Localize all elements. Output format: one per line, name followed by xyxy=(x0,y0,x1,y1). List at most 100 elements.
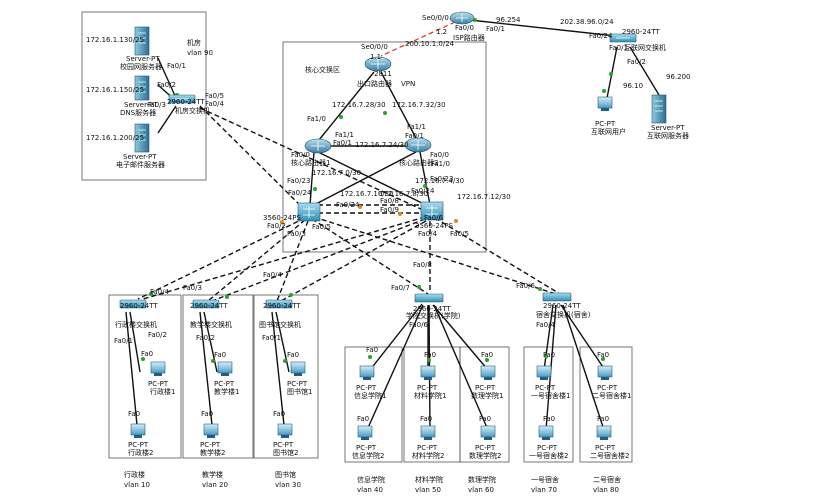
dorm-switch-icon[interactable] xyxy=(542,292,572,302)
rs-port-23: Fa0/23 xyxy=(430,175,453,183)
rs-port-5: Fa0/5 xyxy=(450,230,469,238)
mat-pc2-port: Fa0 xyxy=(420,415,432,423)
srv-sw-port3: Fa0/3 xyxy=(147,101,166,109)
core-router-2-icon[interactable] xyxy=(404,137,432,153)
teach-pc2-port: Fa0 xyxy=(201,410,213,418)
ls-port-24: Fa0/24 xyxy=(288,189,312,197)
campus-server-icon[interactable] xyxy=(134,26,150,56)
info-pc2-name: 信息学院2 xyxy=(352,451,384,460)
dorm-model: 2960-24TT xyxy=(543,302,581,310)
server2-ip: 172.16.1.150/25 xyxy=(86,86,144,94)
pc-admin-1-icon[interactable] xyxy=(150,361,166,376)
pc-dorm2-2-icon[interactable] xyxy=(596,425,612,440)
lr-port-fa10: Fa1/0 xyxy=(307,115,326,123)
pc-dorm1-2-icon[interactable] xyxy=(538,425,554,440)
pc-material-1-icon[interactable] xyxy=(420,365,436,380)
math-pc1-type: PC-PT xyxy=(475,384,496,392)
inet-user-name: 互联网用户 xyxy=(591,127,626,136)
subnet-4: 172.16.7.4/30 xyxy=(415,177,464,185)
admin-pc1-type: PC-PT xyxy=(148,380,169,388)
core-switch-2-icon[interactable] xyxy=(420,201,444,221)
pc-dorm2-1-icon[interactable] xyxy=(597,365,613,380)
dorm-port-4: Fa0/4 xyxy=(536,321,555,329)
admin-switch-icon[interactable] xyxy=(119,299,147,309)
mail-server-icon[interactable] xyxy=(134,123,150,153)
inet-server-type: Server-PT xyxy=(651,124,685,132)
isp-port-fa00: Fa0/0 xyxy=(455,24,474,32)
college-switch-icon[interactable] xyxy=(414,293,444,303)
internet-server-icon[interactable] xyxy=(651,94,667,124)
srv-sw-port1: Fa0/1 xyxy=(167,62,186,70)
srv-sw-port4: Fa0/4 xyxy=(205,100,224,108)
pc-material-2-icon[interactable] xyxy=(420,425,436,440)
lib-pc1-type: PC-PT xyxy=(287,380,308,388)
teach-pc1-port: Fa0 xyxy=(214,351,226,359)
library-switch-icon[interactable] xyxy=(265,299,293,309)
internet-switch-icon[interactable] xyxy=(609,33,637,43)
pc-dorm1-1-icon[interactable] xyxy=(536,365,552,380)
dns-server-icon[interactable] xyxy=(134,75,150,101)
pc-library-1-icon[interactable] xyxy=(290,361,306,376)
lib-name: 图书馆交换机 xyxy=(259,320,301,329)
core-switch-1-icon[interactable] xyxy=(297,202,321,222)
math-area: 数理学院 xyxy=(468,475,496,484)
core-area-box xyxy=(282,41,487,253)
inet-ip-server: 96.200 xyxy=(666,73,691,81)
math-vlan: vlan 60 xyxy=(468,486,494,494)
ls-model: 3560-24PS xyxy=(263,214,301,222)
teaching-switch-icon[interactable] xyxy=(192,299,220,309)
mat-pc1-type: PC-PT xyxy=(417,384,438,392)
inet-ip-user: 96.10 xyxy=(623,82,643,90)
server1-name: 校园网服务器 xyxy=(120,62,162,71)
d2-vlan: vlan 80 xyxy=(593,486,619,494)
d1-vlan: vlan 70 xyxy=(531,486,557,494)
server-room-name: 机房 xyxy=(187,38,201,47)
pc-library-2-icon[interactable] xyxy=(277,423,293,438)
pc-info-2-icon[interactable] xyxy=(357,425,373,440)
math-pc2-name: 数理学院2 xyxy=(469,451,501,460)
egress-name: 出口路由器 xyxy=(357,79,392,88)
ls-port-24b: Fa0/24 xyxy=(336,201,360,209)
srv-sw-port2: Fa0/2 xyxy=(157,81,176,89)
rs-port-4: Fa0/4 xyxy=(418,230,437,238)
core-router-1-icon[interactable] xyxy=(304,138,332,154)
admin-vlan: vlan 10 xyxy=(124,481,150,489)
pc-teaching-2-icon[interactable] xyxy=(203,423,219,438)
egress-ip: 1.1 xyxy=(370,53,381,61)
server2-name: DNS服务器 xyxy=(120,108,156,117)
info-college-box xyxy=(344,346,403,463)
pc-admin-2-icon[interactable] xyxy=(130,423,146,438)
teach-port-up: Fa0/3 xyxy=(183,284,202,292)
isp-ip-left: 1.2 xyxy=(436,28,447,36)
lr-name: 核心路由器1 xyxy=(291,158,330,167)
d2-pc2-port: Fa0 xyxy=(597,415,609,423)
mat-pc2-type: PC-PT xyxy=(417,444,438,452)
inet-user-type: PC-PT xyxy=(595,120,616,128)
rr-port-fa10: Fa1/0 xyxy=(431,160,450,168)
isp-wan: 200.10.1.0/24 xyxy=(405,40,455,48)
dorm1-box xyxy=(523,346,574,463)
lib-pc2-name: 图书馆2 xyxy=(273,448,298,457)
lib-pc2-type: PC-PT xyxy=(273,441,294,449)
library-area-box xyxy=(253,294,319,459)
lib-area: 图书馆 xyxy=(275,470,296,479)
internet-user-pc-icon[interactable] xyxy=(597,96,613,111)
server-room-switch-icon[interactable] xyxy=(168,94,196,104)
egress-router-icon[interactable] xyxy=(364,56,392,72)
inet-sw-name: 互联网交换机 xyxy=(624,43,666,52)
pc-math-2-icon[interactable] xyxy=(480,425,496,440)
d1-pc1-port: Fa0 xyxy=(543,351,555,359)
isp-router-icon[interactable] xyxy=(449,11,475,25)
teach-name: 教学楼交换机 xyxy=(190,320,232,329)
server1-type: Server-PT xyxy=(126,55,160,63)
admin-pc2-type: PC-PT xyxy=(128,441,149,449)
pc-math-1-icon[interactable] xyxy=(480,365,496,380)
pc-info-1-icon[interactable] xyxy=(359,365,375,380)
pc-teaching-1-icon[interactable] xyxy=(217,361,233,376)
egress-port-se: Se0/0/0 xyxy=(361,43,388,51)
admin-pc1-name: 行政楼1 xyxy=(150,387,175,396)
dorm-port-up: Fa0/6 xyxy=(516,282,535,290)
teach-vlan: vlan 20 xyxy=(202,481,228,489)
d1-pc2-name: 一号宿舍楼2 xyxy=(529,451,568,460)
